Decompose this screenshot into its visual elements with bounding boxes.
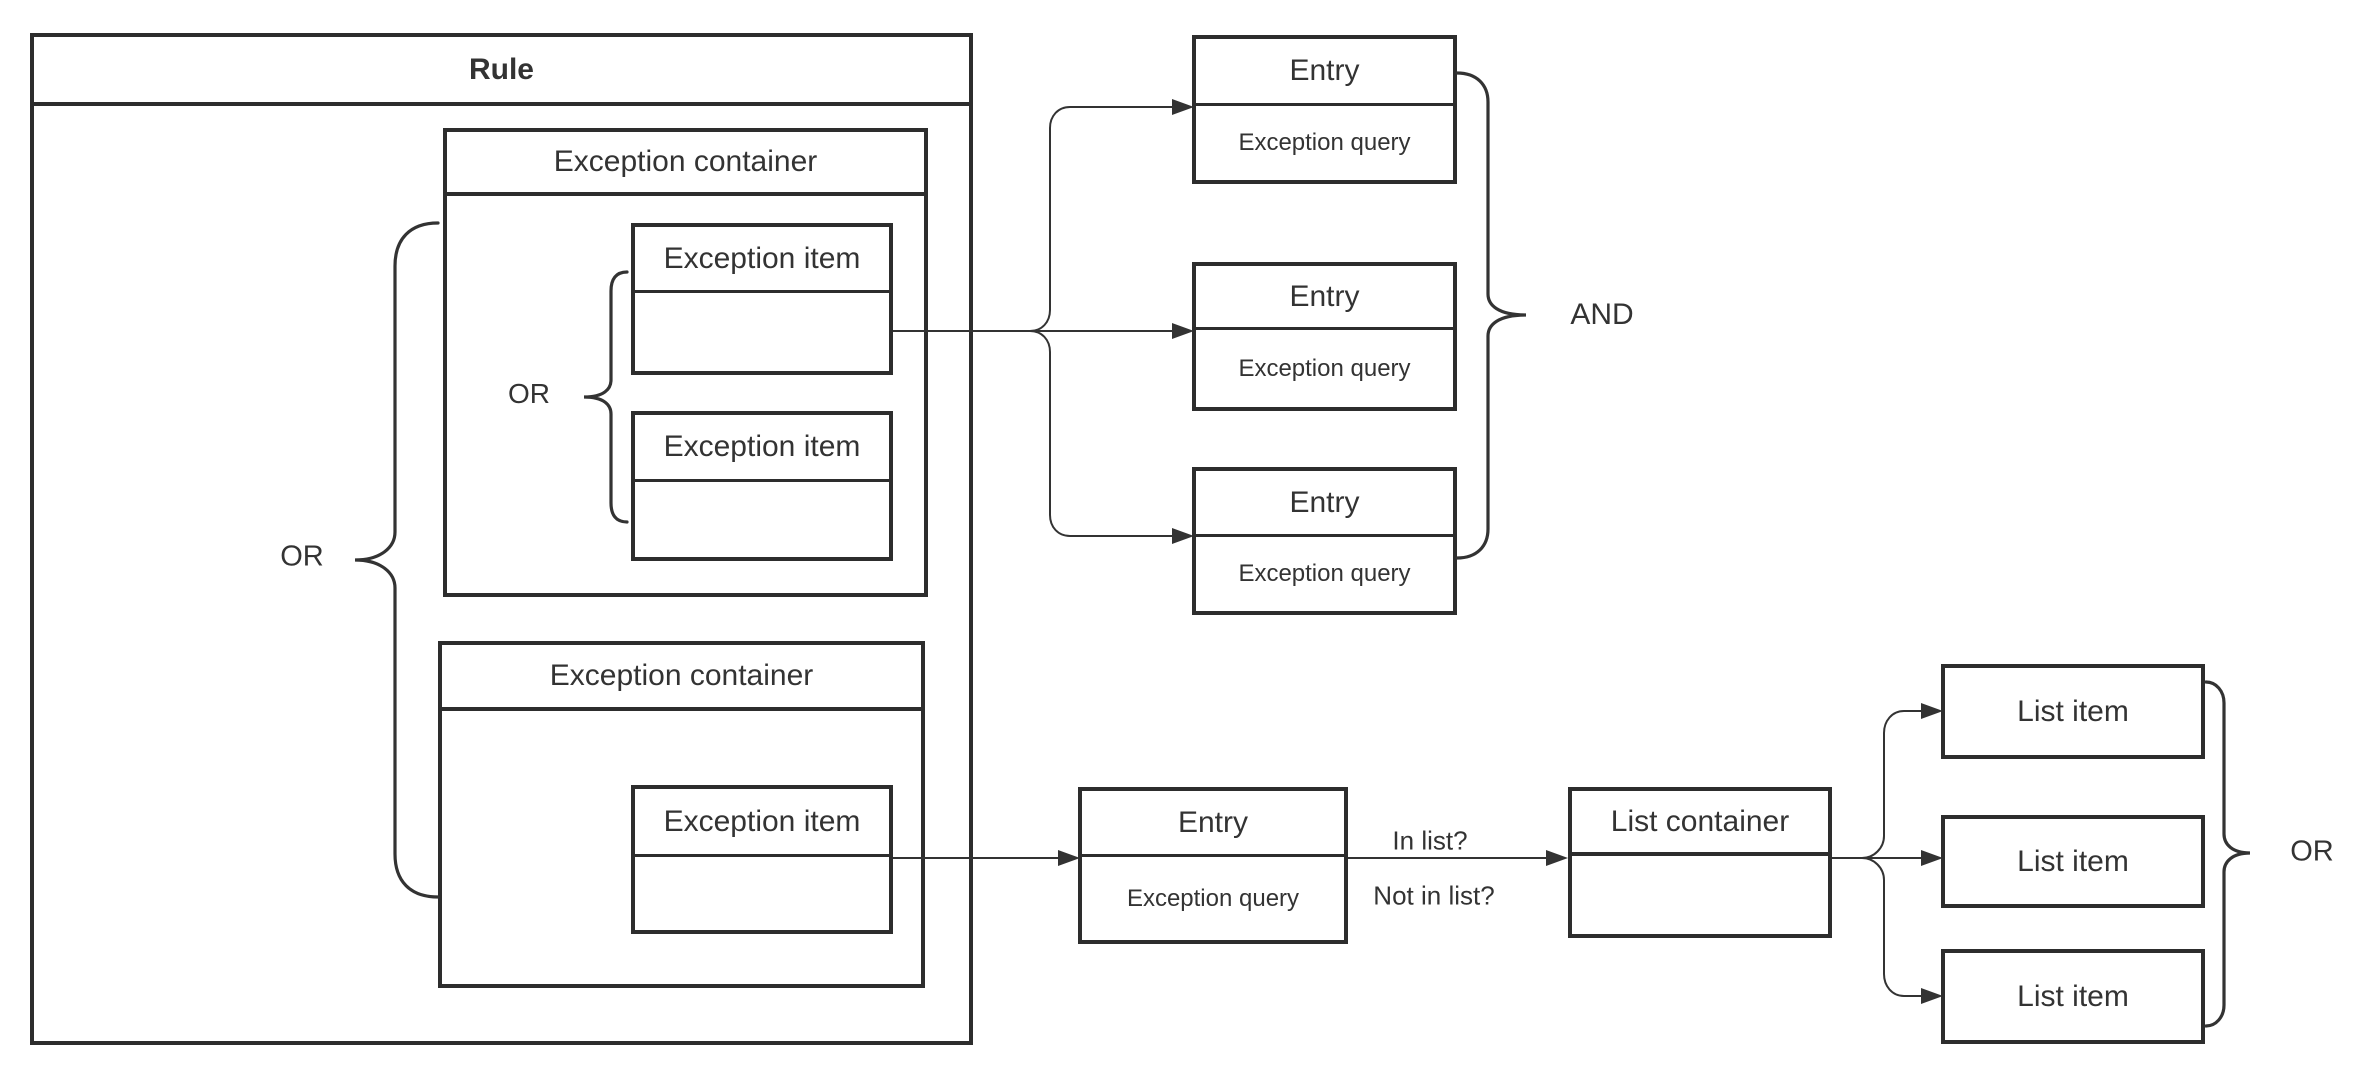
exception-item-1: Exception item (631, 223, 893, 375)
list-container-title: List container (1572, 791, 1828, 856)
list-item-3: List item (1941, 949, 2205, 1044)
entry-3-title: Entry (1196, 471, 1453, 537)
connector-list-down (1861, 857, 1921, 997)
entry-box-1: Entry Exception query (1192, 35, 1457, 184)
and-label: AND (1570, 298, 1634, 331)
exception-item-3-title: Exception item (635, 789, 889, 857)
connector-list-up (1861, 710, 1921, 859)
brace-and (1455, 71, 1527, 560)
connector-top-up (1029, 106, 1172, 332)
entry-1-query: Exception query (1238, 129, 1411, 156)
exception-item-1-title: Exception item (635, 227, 889, 293)
exception-container-top-title: Exception container (447, 132, 924, 196)
exception-item-2: Exception item (631, 411, 893, 561)
list-container-box: List container (1568, 787, 1832, 938)
arrowhead-entry-2 (1172, 323, 1194, 339)
exception-item-2-title: Exception item (635, 415, 889, 482)
arrowhead-entry-bottom (1058, 850, 1080, 866)
or-label-inner: OR (508, 378, 550, 409)
brace-or-right (2204, 680, 2251, 1028)
entry-bottom-title: Entry (1082, 791, 1344, 857)
not-in-list-label: Not in list? (1373, 880, 1495, 911)
entry-bottom-query: Exception query (1126, 884, 1300, 912)
arrowhead-list-item-1 (1921, 703, 1943, 719)
entry-1-title: Entry (1196, 39, 1453, 106)
entry-2-query: Exception query (1238, 354, 1411, 382)
arrowhead-list-container (1546, 850, 1568, 866)
arrowhead-list-item-2 (1921, 850, 1943, 866)
rule-title: Rule (34, 37, 969, 106)
connector-top-down (1029, 330, 1172, 537)
in-list-label: In list? (1392, 825, 1468, 856)
entry-3-query: Exception query (1238, 560, 1411, 587)
exception-item-3: Exception item (631, 785, 893, 934)
entry-2-title: Entry (1196, 266, 1453, 330)
list-item-1: List item (1941, 664, 2205, 759)
entry-box-bottom: Entry Exception query (1078, 787, 1348, 944)
entry-box-2: Entry Exception query (1192, 262, 1457, 411)
exception-container-bottom-title: Exception container (442, 645, 921, 711)
arrowhead-entry-3 (1172, 528, 1194, 544)
entry-box-3: Entry Exception query (1192, 467, 1457, 615)
list-item-2: List item (1941, 815, 2205, 908)
arrowhead-list-item-3 (1921, 988, 1943, 1004)
or-label-outer: OR (280, 540, 324, 573)
arrowhead-entry-1 (1172, 99, 1194, 115)
or-label-right: OR (2290, 835, 2334, 868)
